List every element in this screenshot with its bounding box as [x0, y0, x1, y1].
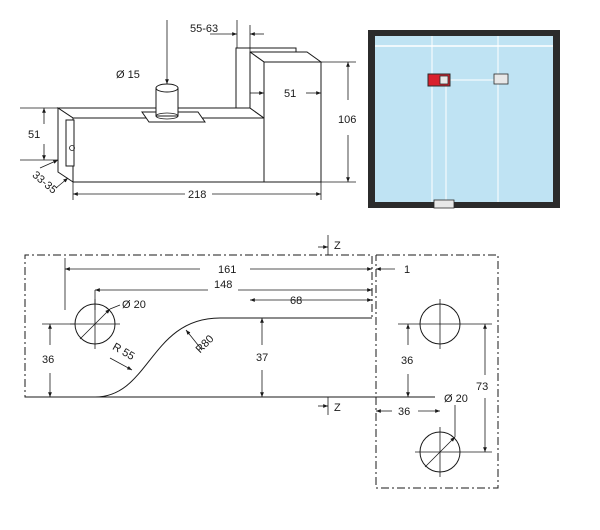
dim-36-left: 36	[42, 354, 54, 366]
dim-diameter-15: Ø 15	[116, 69, 140, 81]
glass-outline-right	[375, 254, 499, 489]
dim-106: 106	[338, 114, 356, 126]
section-z-bottom: Z	[334, 402, 341, 414]
screw-icon	[69, 145, 75, 151]
dim-diameter-20-left: Ø 20	[122, 299, 146, 311]
fitting-tall-block	[263, 61, 322, 183]
top-fitting	[493, 73, 509, 85]
dim-36-bottom: 36	[398, 406, 410, 418]
door-glass	[375, 36, 553, 202]
dim-68: 68	[290, 295, 302, 307]
dim-37: 37	[256, 352, 268, 364]
fitting-clamp-plate	[65, 119, 75, 167]
cutout-profile	[25, 317, 372, 398]
dim-36-right: 36	[401, 355, 413, 367]
dim-diameter-20-right: Ø 20	[444, 393, 468, 405]
fitting-isometric-view: 55-63 Ø 15 51 106 51 33-35 218	[20, 20, 356, 201]
bottom-pivot-fitting	[433, 199, 455, 209]
pivot-pin-bottom	[155, 112, 179, 120]
glass-door-view	[368, 30, 560, 209]
fitting-tall-block-side	[249, 51, 265, 119]
dim-148: 148	[214, 279, 232, 291]
dim-r55: R 55	[110, 341, 136, 363]
dim-33-35: 33-35	[30, 169, 59, 196]
glass-outline-left	[24, 254, 373, 398]
glass-cutout-view: Z Z 161 1 148 68 Ø 20 36 R 55	[24, 235, 499, 489]
dim-55-63: 55-63	[190, 23, 218, 35]
dim-51-left: 51	[28, 129, 40, 141]
dim-218: 218	[188, 189, 206, 201]
dim-1: 1	[404, 264, 410, 276]
section-z-top: Z	[334, 240, 341, 252]
dim-r80: R80	[194, 333, 217, 356]
dim-51-right: 51	[284, 88, 296, 100]
dim-161: 161	[218, 264, 236, 276]
dim-73: 73	[476, 381, 488, 393]
pivot-pin-top	[155, 83, 179, 93]
